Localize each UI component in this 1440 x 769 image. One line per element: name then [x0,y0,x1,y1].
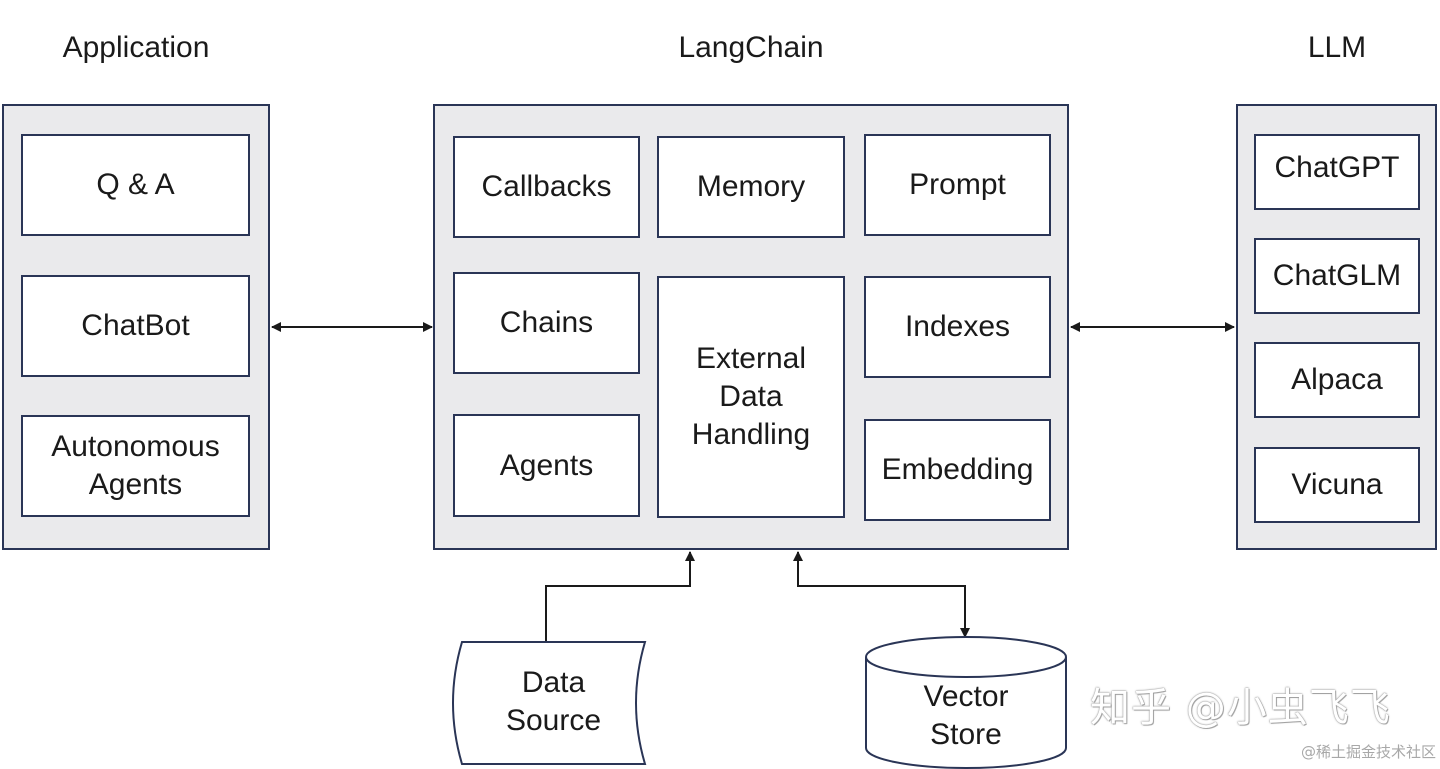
node-callbacks: Callbacks [453,136,640,238]
arrow-datasource-langchain [545,551,695,641]
watermark-main: 知乎 @小虫飞飞 [1090,685,1391,731]
node-chains: Chains [453,272,640,374]
vector-store-top [865,636,1067,678]
node-memory: Memory [657,136,845,238]
node-embedding: Embedding [864,419,1051,521]
langchain-title: LangChain [678,31,824,64]
node-qa: Q & A [21,134,250,236]
node-autonomous-agents: Autonomous Agents [21,415,250,517]
node-chatbot: ChatBot [21,275,250,377]
node-agents: Agents [453,414,640,517]
node-vicuna: Vicuna [1254,447,1420,523]
watermark-sub: @稀土掘金技术社区 [1300,743,1436,761]
node-indexes: Indexes [864,276,1051,378]
node-alpaca: Alpaca [1254,342,1420,418]
vector-store-label: Vector Store [923,680,1009,751]
llm-title: LLM [1307,31,1367,64]
arrow-langchain-vectorstore [793,551,970,638]
node-prompt: Prompt [864,134,1051,236]
node-external-data-handling: External Data Handling [657,276,845,518]
node-chatglm: ChatGLM [1254,238,1420,314]
node-chatgpt: ChatGPT [1254,134,1420,210]
application-title: Application [62,31,210,64]
data-source-label: Data Source [505,666,602,737]
